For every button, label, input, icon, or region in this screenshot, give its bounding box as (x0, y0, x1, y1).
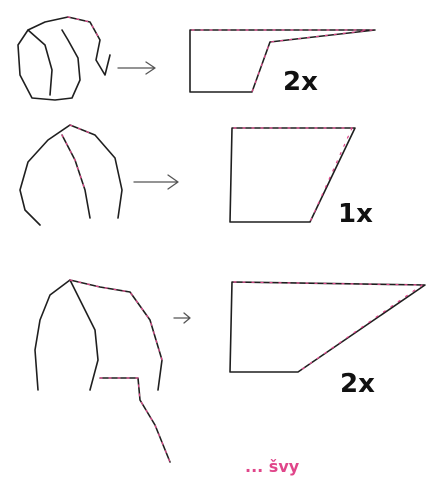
row-1-pattern-piece (189, 29, 376, 93)
row-1-sketch (17, 16, 111, 101)
row-2: 1x (19, 124, 373, 229)
row-3: 2x (34, 279, 426, 463)
seam-legend-label: ... švy (245, 457, 300, 476)
row-2-arrow (133, 174, 179, 190)
row-1-arrow (117, 61, 156, 75)
row-3-count-label: 2x (340, 369, 375, 399)
row-2-count-label: 1x (338, 199, 373, 229)
row-1-count-label: 2x (283, 67, 318, 97)
row-3-pattern-piece (229, 281, 426, 373)
row-3-arrow (173, 312, 191, 324)
row-3-sketch (34, 279, 171, 463)
row-2-pattern-piece (229, 127, 356, 223)
seam-legend: ... švy (245, 457, 300, 476)
row-1: 2x (17, 16, 376, 101)
row-2-sketch (19, 124, 123, 226)
